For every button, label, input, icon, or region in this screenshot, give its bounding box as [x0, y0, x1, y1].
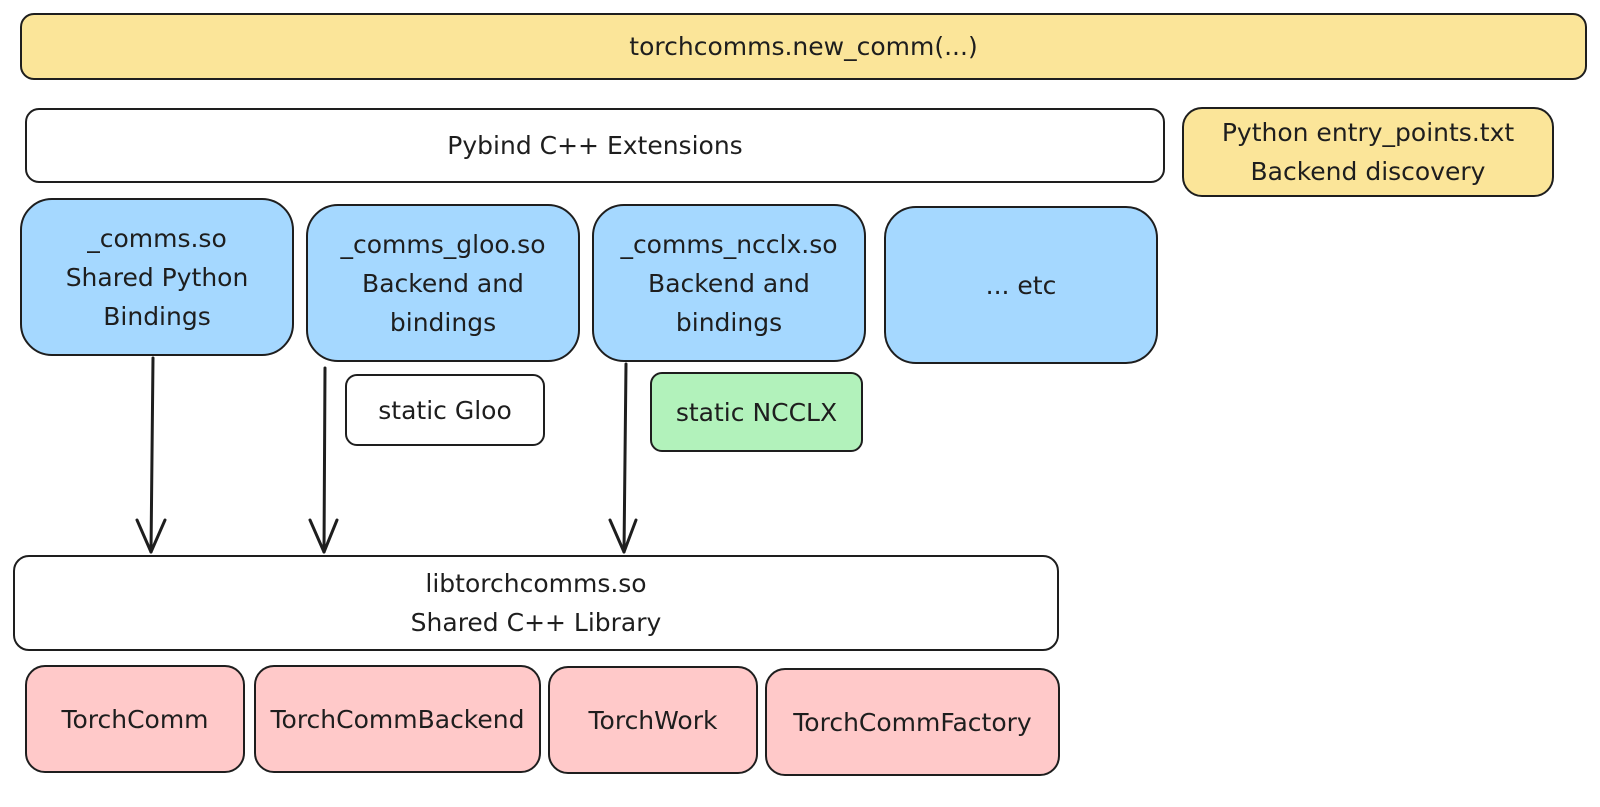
module-comms-line2: Shared Python: [65, 262, 249, 292]
class-torchwork-box: TorchWork: [548, 666, 758, 774]
class-torchcomm-box: TorchComm: [25, 665, 245, 773]
class-torchcommfactory-box: TorchCommFactory: [765, 668, 1060, 776]
module-gloo-line1: _comms_gloo.so: [340, 229, 546, 259]
module-etc-box: ... etc: [884, 206, 1158, 364]
arrow-gloo-to-lib: [322, 366, 327, 554]
static-gloo-box: static Gloo: [345, 374, 545, 446]
module-comms-line3: Bindings: [103, 301, 211, 331]
entry-points-line1: Python entry_points.txt: [1221, 118, 1515, 147]
api-entry-label: torchcomms.new_comm(...): [629, 32, 978, 61]
static-ncclx-label: static NCCLX: [675, 397, 838, 427]
class-torchwork-label: TorchWork: [588, 705, 718, 735]
module-ncclx-line3: bindings: [675, 307, 783, 337]
arrowhead-ncclx: [608, 518, 638, 554]
module-gloo-box: _comms_gloo.so Backend and bindings: [306, 204, 580, 362]
core-library-line2: Shared C++ Library: [410, 608, 662, 637]
module-comms-line1: _comms.so: [87, 223, 227, 253]
core-library-line1: libtorchcomms.so: [425, 569, 647, 598]
arrowhead-comms: [135, 518, 167, 554]
arrowhead-gloo: [308, 518, 339, 554]
module-gloo-line3: bindings: [389, 307, 497, 337]
class-torchcommbackend-label: TorchCommBackend: [270, 704, 525, 734]
pybind-extensions-label: Pybind C++ Extensions: [447, 131, 743, 160]
arrow-ncclx-to-lib: [622, 362, 628, 554]
module-comms-box: _comms.so Shared Python Bindings: [20, 198, 294, 356]
class-torchcommbackend-box: TorchCommBackend: [254, 665, 541, 773]
entry-points-line2: Backend discovery: [1250, 157, 1486, 186]
api-entry-box: torchcomms.new_comm(...): [20, 13, 1587, 80]
module-gloo-line2: Backend and: [362, 268, 524, 298]
module-etc-label: ... etc: [985, 270, 1057, 300]
module-ncclx-line1: _comms_ncclx.so: [620, 229, 838, 259]
arrow-comms-to-lib: [149, 356, 155, 554]
static-ncclx-box: static NCCLX: [650, 372, 863, 452]
class-torchcommfactory-label: TorchCommFactory: [793, 707, 1032, 737]
module-ncclx-box: _comms_ncclx.so Backend and bindings: [592, 204, 866, 362]
pybind-extensions-box: Pybind C++ Extensions: [25, 108, 1165, 183]
core-library-box: libtorchcomms.so Shared C++ Library: [13, 555, 1059, 651]
entry-points-box: Python entry_points.txt Backend discover…: [1182, 107, 1554, 197]
class-torchcomm-label: TorchComm: [61, 704, 209, 734]
module-ncclx-line2: Backend and: [648, 268, 810, 298]
static-gloo-label: static Gloo: [378, 395, 512, 425]
